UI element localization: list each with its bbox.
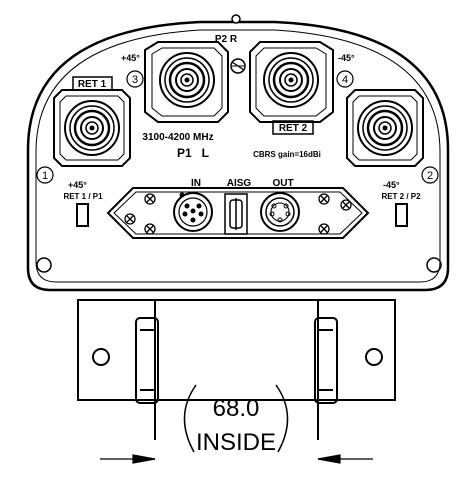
ret1-label-box bbox=[72, 76, 113, 91]
label-minus45-top: -45° bbox=[338, 53, 355, 63]
label-freq: 3100-4200 MHz bbox=[142, 132, 213, 143]
ret1-indicator bbox=[76, 203, 89, 227]
label-cbrs: CBRS gain=16dBi bbox=[253, 150, 321, 159]
label-minus45-bottom: -45° bbox=[383, 180, 400, 190]
aisg-panel bbox=[106, 187, 370, 239]
housing-hole-right bbox=[426, 257, 442, 273]
label-ret2-p2: RET 2 / P2 bbox=[381, 192, 421, 201]
bracket-hole-left bbox=[92, 348, 110, 366]
bracket-hole-right bbox=[365, 348, 383, 366]
connector-housing-2 bbox=[346, 89, 424, 167]
ret2-indicator bbox=[395, 203, 408, 227]
label-aisg: AISG bbox=[227, 178, 252, 189]
badge-number-3: 3 bbox=[132, 74, 138, 86]
dimension-value: 68.0 bbox=[213, 395, 260, 422]
label-p1-l: P1 L bbox=[177, 146, 209, 160]
badge-number-2: 2 bbox=[427, 170, 433, 182]
dimension-note: INSIDE bbox=[196, 429, 276, 456]
label-plus45-top: +45° bbox=[121, 53, 140, 63]
label-plus45-bottom: +45° bbox=[68, 180, 87, 190]
label-in: IN bbox=[191, 178, 201, 189]
label-out: OUT bbox=[272, 178, 293, 189]
label-ret2: RET 2 bbox=[279, 123, 308, 134]
connector-housing-1 bbox=[53, 89, 131, 167]
dimension-line bbox=[100, 454, 373, 464]
connector-housing-3 bbox=[144, 41, 229, 123]
label-ret1: RET 1 bbox=[78, 79, 107, 90]
dim-paren-right bbox=[275, 384, 289, 453]
aisg-in-connector bbox=[173, 192, 213, 232]
label-ret1-p1: RET 1 / P1 bbox=[63, 192, 103, 201]
mounting-bracket bbox=[77, 299, 396, 440]
connector-housing-4 bbox=[249, 41, 334, 123]
panel-screws bbox=[124, 193, 352, 235]
top-marker-icon bbox=[231, 14, 241, 24]
badge-number-1: 1 bbox=[42, 170, 48, 182]
ret2-label-box bbox=[272, 120, 314, 135]
housing-hole-left bbox=[36, 257, 52, 273]
center-screw-icon bbox=[230, 58, 246, 74]
aisg-out-connector bbox=[260, 192, 300, 232]
dim-paren-left bbox=[183, 384, 197, 453]
label-p2-r: P2 R bbox=[215, 34, 238, 45]
badge-number-4: 4 bbox=[342, 74, 348, 86]
housing-inner-outline bbox=[35, 29, 441, 283]
aisg-slot bbox=[224, 193, 248, 235]
port-number-badges bbox=[36, 70, 439, 184]
